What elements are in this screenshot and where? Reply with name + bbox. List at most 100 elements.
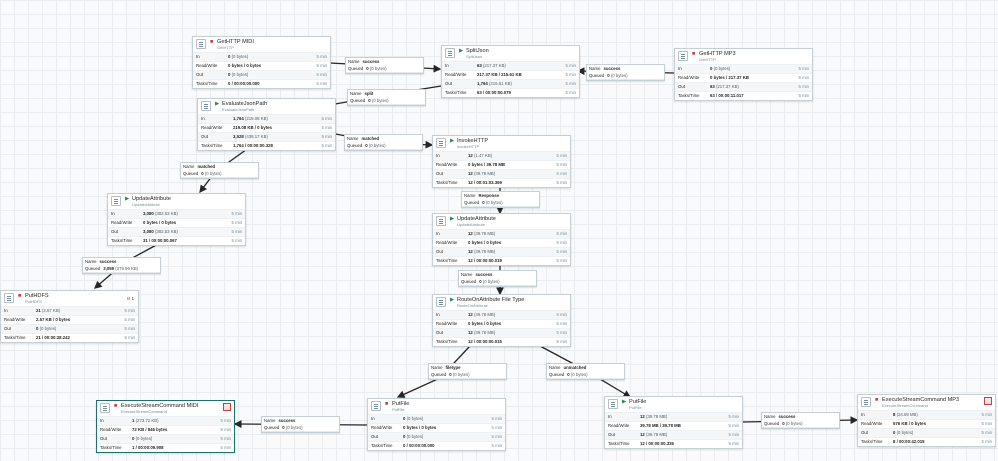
stat-value: 0 bytes / 39.78 MB — [468, 162, 506, 167]
queued-size: (0 bytes) — [284, 425, 303, 430]
stat-interval: 5 min — [556, 312, 567, 317]
connection-name-label: Name — [431, 365, 443, 370]
queued-size: (0 bytes) — [368, 66, 387, 71]
stat-interval: 5 min — [220, 436, 231, 441]
stat-size: (0 bytes) — [405, 434, 424, 439]
stat-interval: 5 min — [556, 231, 567, 236]
stat-value: 39.78 MB / 39.78 MB — [640, 423, 681, 428]
stat-label: Out — [861, 430, 868, 435]
connection-name-label: Name — [589, 66, 601, 71]
processor-name: EvaluateJsonPath — [222, 100, 268, 107]
stat-interval: 5 min — [728, 441, 739, 446]
processor-icon — [445, 48, 455, 58]
stat-value: 0 (0 bytes) — [710, 66, 731, 71]
stat-value: 0 (0 bytes) — [403, 434, 424, 439]
stat-label: In — [445, 63, 449, 68]
stat-value: 576 KB / 0 bytes — [893, 421, 926, 426]
stat-value: 219.08 KB / 0 bytes — [233, 125, 272, 130]
queued-label: Queued — [348, 66, 364, 71]
stopped-status-icon: ■ — [692, 51, 696, 57]
stat-value: 0 bytes / 0 bytes — [468, 240, 502, 245]
queued-size: (0 bytes) — [784, 421, 803, 426]
stat-interval: 5 min — [316, 63, 327, 68]
queue-backpressure-bar — [587, 78, 664, 80]
stat-label: Read/Write — [678, 75, 700, 80]
stat-label: Read/Write — [196, 63, 218, 68]
processor-type: GetHTTP — [699, 57, 716, 62]
queued-label: Queued — [549, 372, 565, 377]
stat-label: Tasks/Time — [436, 339, 458, 344]
stat-size: (2.57 KB) — [40, 308, 61, 313]
stat-size: (39.78 MB) — [472, 231, 496, 236]
stat-size: (0 bytes) — [895, 430, 914, 435]
queue-backpressure-bar — [345, 148, 422, 150]
connection-name-label: Name — [183, 164, 195, 169]
stat-value: 63 (217.37 KB) — [477, 63, 506, 68]
stat-value: 1,764 / 00:00:00.328 — [233, 143, 273, 148]
stopped-status-icon: ■ — [875, 397, 879, 403]
stat-value: 0 bytes / 0 bytes — [403, 425, 437, 430]
stat-interval: 5 min — [556, 240, 567, 245]
bulletin-icon[interactable] — [223, 403, 231, 411]
stat-value: 0 / 00:00:00.000 — [403, 443, 435, 448]
stat-label: Tasks/Time — [111, 238, 133, 243]
processor-name: GetHTTP MP3 — [699, 50, 736, 57]
stat-value: 12 / 00:00:00.335 — [640, 441, 674, 446]
processor-name: PutFile — [392, 400, 410, 407]
stat-label: Read/Write — [436, 240, 458, 245]
stat-size: (217.37 KB) — [714, 84, 739, 89]
stat-value: 0 (0 bytes) — [36, 326, 57, 331]
stat-interval: 5 min — [981, 412, 992, 417]
connection-name-label: Name — [461, 272, 473, 277]
stat-label: Tasks/Time — [4, 335, 26, 340]
bulletin-icon[interactable] — [984, 397, 992, 405]
stat-interval: 5 min — [231, 229, 242, 234]
stat-value: 12 / 00:00:00.019 — [468, 258, 502, 263]
processor-icon — [436, 138, 446, 148]
connection-name: filetype — [445, 365, 461, 370]
stat-label: In — [201, 116, 205, 121]
